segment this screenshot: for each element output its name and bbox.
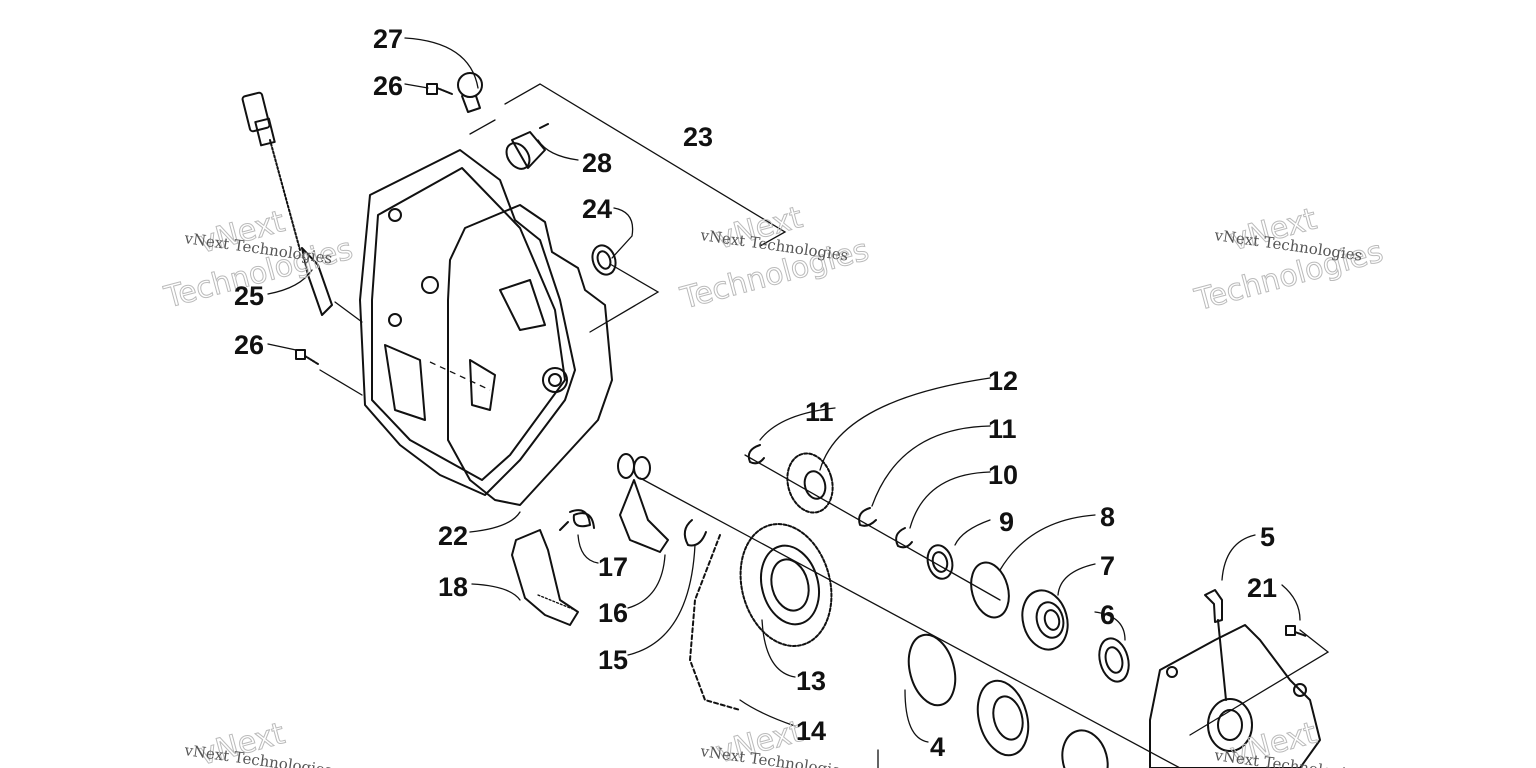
leader-lines [267,37,1330,768]
small-gear-part-12 [786,452,834,514]
chaincase-housing [1149,624,1321,768]
screw-part-26-lower [295,349,319,365]
callout-26-top: 26 [373,71,403,101]
shaft-axis [639,477,1181,768]
gasket-part-22 [447,204,613,506]
sensor-harness-part-25 [241,91,333,316]
callout-26-lower: 26 [234,330,264,360]
seal-part-6 [1098,637,1130,683]
callout-4: 4 [930,732,945,762]
callout-24: 24 [582,194,612,224]
callout-6: 6 [1100,600,1115,630]
seal-part-24 [591,244,617,276]
circlip-part-10 [895,527,913,549]
snap-ring-part-15 [683,519,707,547]
callout-7: 7 [1100,551,1115,581]
callout-13: 13 [796,666,826,696]
center-line [429,361,491,391]
callout-16: 16 [598,598,628,628]
watermark-group: vNext Technologies vNext Technologies vN… [160,200,1388,768]
circlip-part-11-right [858,507,877,527]
spring-part-17 [559,509,595,531]
chaincase-cover [359,149,576,496]
callout-10: 10 [988,460,1018,490]
bearing-part-7 [1021,589,1069,651]
callout-23: 23 [683,122,713,152]
callout-8: 8 [1100,502,1115,532]
callout-17: 17 [598,552,628,582]
callout-25: 25 [234,281,264,311]
callout-18: 18 [438,572,468,602]
callout-27: 27 [373,24,403,54]
callout-14: 14 [796,716,826,746]
callout-28: 28 [582,148,612,178]
circlip-part-11-left [747,444,765,465]
shaft-axis-2 [744,454,1001,601]
tensioner-arm-part-16 [617,453,669,553]
callout-9: 9 [999,507,1014,537]
callout-labels: 27 26 23 28 24 25 26 12 11 11 10 9 8 7 6… [234,24,1277,762]
screw-part-26-top [426,83,453,95]
callout-5: 5 [1260,522,1275,552]
callout-12: 12 [988,366,1018,396]
clamp-part-27 [457,72,483,113]
callout-21: 21 [1247,573,1277,603]
oring-part-4 [907,633,957,707]
screw-part-21 [1285,625,1307,637]
large-gear-part-13 [739,523,833,647]
plug-part-28 [505,123,549,170]
callout-15: 15 [598,645,628,675]
tensioner-block-part-18 [511,529,579,626]
callout-22: 22 [438,521,468,551]
washer-part-9 [926,544,954,580]
callout-11-left: 11 [805,397,834,427]
lower-bearing [976,679,1109,768]
oring-part-8 [970,561,1010,619]
fitting-part-5 [1204,589,1227,701]
chain-part-14 [689,534,741,711]
callout-11-right: 11 [988,414,1017,444]
